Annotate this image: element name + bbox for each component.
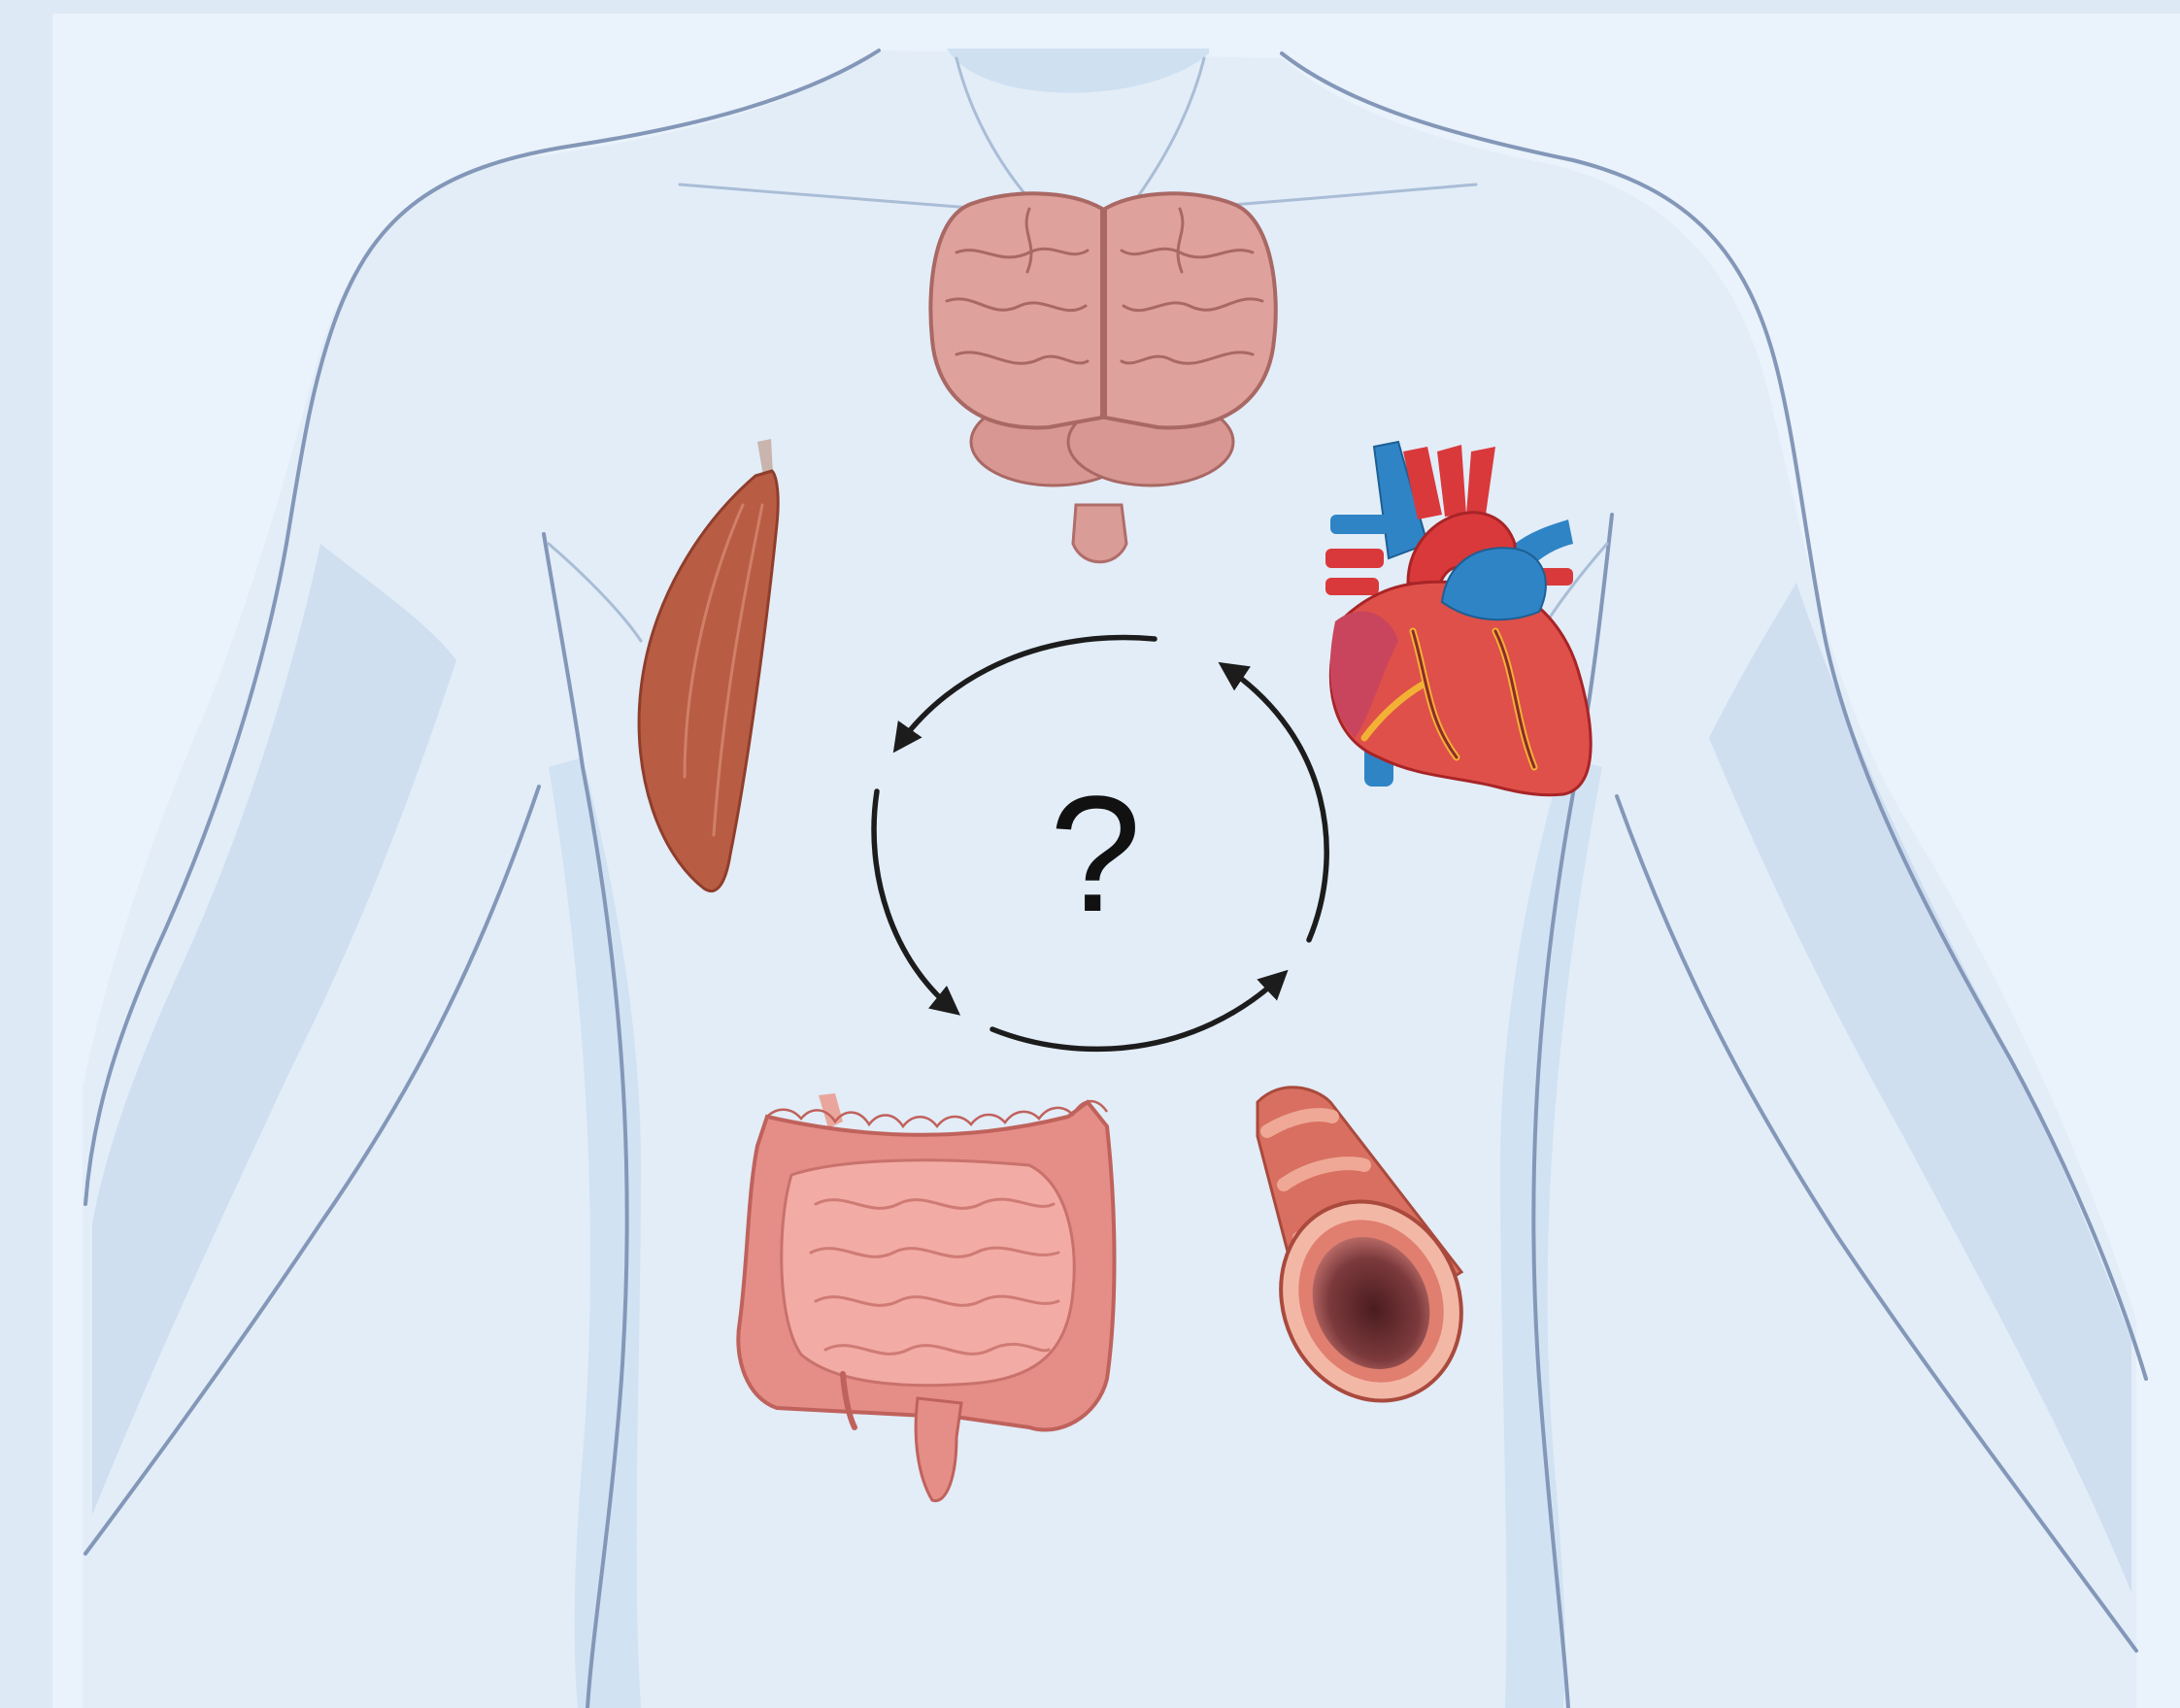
- center-question-mark: ?: [1050, 762, 1142, 947]
